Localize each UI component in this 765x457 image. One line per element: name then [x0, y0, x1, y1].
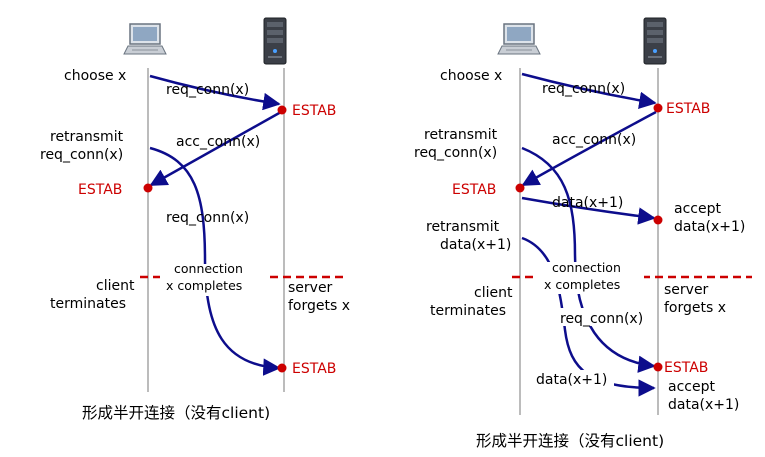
estab-server-label: ESTAB [292, 103, 336, 119]
accept2-data-label: data(x+1) [668, 397, 739, 413]
retransmit-data-label: retransmit [426, 219, 500, 235]
acc-conn-label: acc_conn(x) [176, 134, 260, 150]
acc-conn-arrow [149, 110, 282, 187]
estab-dot-server [653, 103, 663, 113]
retransmit-label: retransmit [424, 127, 498, 143]
req-conn-arrow [521, 72, 657, 109]
terminates-label: terminates [50, 296, 126, 312]
x-completes-label: x completes [544, 277, 620, 292]
left-caption: 形成半开连接（没有client) [82, 404, 270, 422]
accept2-label: accept [668, 379, 715, 395]
terminates-label: terminates [430, 303, 506, 319]
choose-x-label: choose x [64, 68, 126, 84]
req-conn-arrow [149, 74, 281, 111]
client-label: client [474, 285, 513, 301]
accept-dot [653, 215, 663, 225]
retransmit-req-label: req_conn(x) [414, 145, 497, 161]
left-diagram: choose x req_conn(x) ESTAB retransmit re… [40, 17, 350, 422]
laptop-computer-icon [497, 23, 541, 55]
estab-client-label: ESTAB [78, 182, 122, 198]
server-label: server [664, 282, 709, 298]
estab-dot-client [515, 183, 525, 193]
estab-server2-label: ESTAB [664, 360, 708, 376]
retransmit-req-arrow [149, 146, 281, 376]
x-completes-label: x completes [166, 278, 242, 293]
data-arrow [521, 196, 656, 225]
data-retransmitted-label: data(x+1) [536, 372, 607, 388]
choose-x-label: choose x [440, 68, 502, 84]
right-diagram: choose x req_conn(x) ESTAB retransmit re… [414, 17, 752, 450]
accept-data-label: data(x+1) [674, 219, 745, 235]
laptop-computer-icon [123, 23, 167, 55]
estab-dot-server2 [277, 363, 287, 373]
retransmit-req-label: req_conn(x) [40, 147, 123, 163]
acc-conn-label: acc_conn(x) [552, 132, 636, 148]
req-conn-label: req_conn(x) [542, 81, 625, 97]
forgets-x-label: forgets x [288, 298, 350, 314]
req-conn-label: req_conn(x) [166, 82, 249, 98]
connection-label: connection [174, 261, 243, 276]
data-label: data(x+1) [552, 195, 623, 211]
estab-dot-server [277, 105, 287, 115]
accept-label: accept [674, 201, 721, 217]
estab-server2-label: ESTAB [292, 361, 336, 377]
estab-server-label: ESTAB [666, 101, 710, 117]
server-label: server [288, 280, 333, 296]
req-conn-retransmitted-label: req_conn(x) [560, 311, 643, 327]
estab-dot-client [143, 183, 153, 193]
forgets-x-label: forgets x [664, 300, 726, 316]
server-tower-icon [643, 17, 667, 65]
server-tower-icon [263, 17, 287, 65]
retransmit-req-arrow [521, 146, 656, 373]
estab-dot-server2 [653, 362, 663, 372]
connection-label: connection [552, 260, 621, 275]
req-conn-retransmitted-label: req_conn(x) [166, 210, 249, 226]
retransmit-label: retransmit [50, 129, 124, 145]
client-label: client [96, 278, 135, 294]
retransmit-data-value-label: data(x+1) [440, 237, 511, 253]
acc-conn-arrow [521, 110, 657, 187]
estab-client-label: ESTAB [452, 182, 496, 198]
right-caption: 形成半开连接（没有client) [476, 432, 664, 450]
